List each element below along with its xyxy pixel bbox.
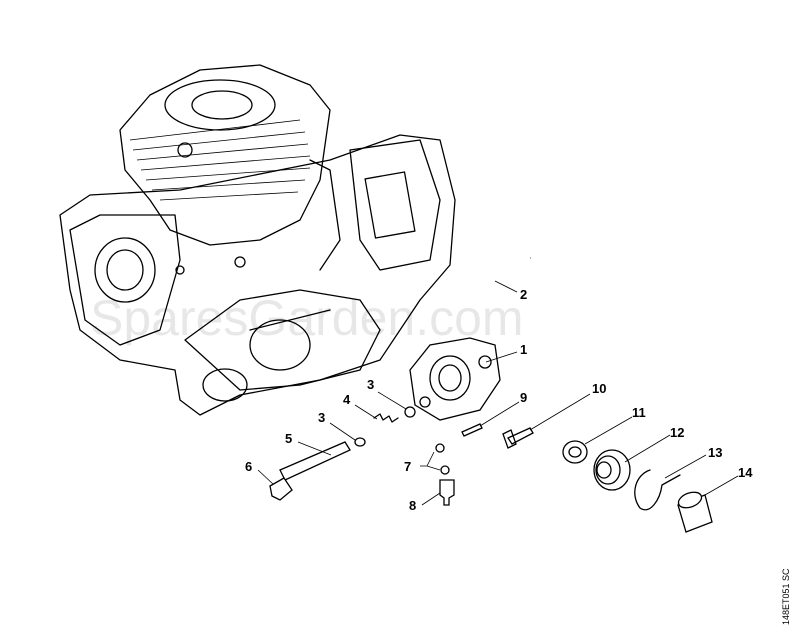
oring-part-7b — [440, 465, 450, 475]
oil-hose-part-2-inner — [466, 256, 531, 343]
oring-part-7a — [435, 443, 445, 453]
engine-crankcase-drawing — [59, 134, 456, 416]
drawing-code: 148ET051 SC — [781, 568, 791, 625]
callout-2: 2 — [520, 287, 527, 302]
callout-7: 7 — [404, 459, 411, 474]
washer-part-3b — [354, 437, 366, 447]
callout-4: 4 — [343, 392, 351, 407]
sleeve-part-14 — [677, 491, 713, 533]
callout-6: 6 — [245, 459, 252, 474]
oil-pump-part-1 — [409, 337, 501, 421]
callout-9: 9 — [520, 390, 527, 405]
pin-part-5 — [279, 441, 351, 481]
callout-14: 14 — [738, 465, 753, 480]
callout-12: 12 — [670, 425, 684, 440]
pin-part-9 — [461, 423, 483, 437]
callout-13: 13 — [708, 445, 722, 460]
valve-part-8 — [439, 479, 455, 506]
callout-5: 5 — [285, 431, 292, 446]
callout-1: 1 — [520, 342, 527, 357]
spring-part-4 — [373, 413, 399, 423]
screw-part-10 — [502, 427, 534, 449]
callout-11: 11 — [632, 405, 646, 420]
spring-clip-part-13 — [634, 469, 681, 511]
leader-lines — [257, 280, 739, 506]
bushing-part-12 — [593, 449, 631, 491]
washer-part-11 — [562, 440, 588, 464]
watermark: SparesGarden.com — [90, 290, 524, 346]
callout-10: 10 — [592, 381, 606, 396]
callout-3b: 3 — [318, 410, 325, 425]
cap-part-6 — [269, 477, 293, 501]
washer-part-3a — [404, 406, 416, 418]
callout-3a: 3 — [367, 377, 374, 392]
cylinder-drawing — [119, 64, 331, 246]
callout-8: 8 — [409, 498, 416, 513]
